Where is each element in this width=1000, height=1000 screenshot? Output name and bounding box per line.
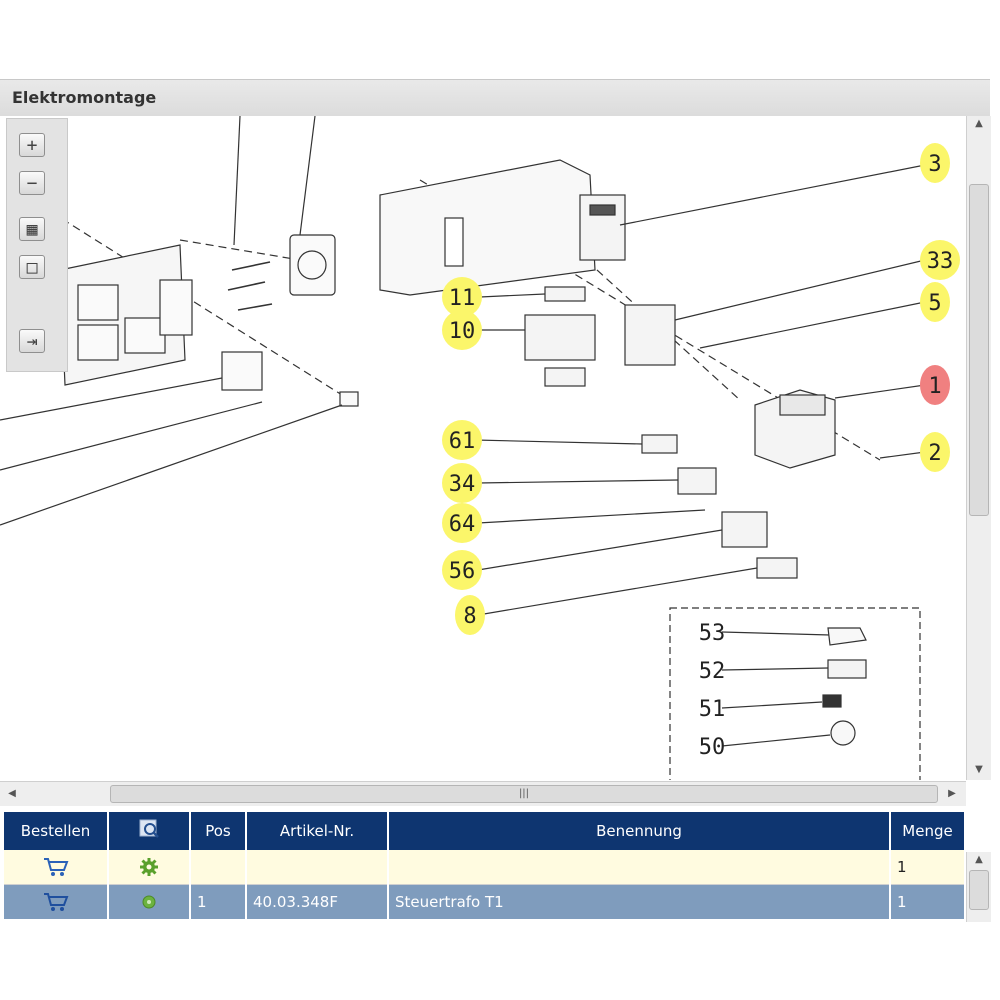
callout-label: 56 (449, 559, 476, 584)
gear-icon[interactable] (140, 858, 158, 876)
drawing-vertical-scrollbar[interactable]: ▲ ▼ (966, 116, 991, 780)
callout-label: 34 (449, 472, 476, 497)
callout-11[interactable]: 11 (442, 277, 482, 317)
magnifier-icon (139, 819, 159, 838)
zoom-in-icon[interactable]: + (19, 133, 45, 157)
callout-label: 50 (699, 735, 726, 760)
callout-53[interactable]: 53 (699, 621, 726, 646)
col-benennung[interactable]: Benennung (388, 812, 891, 850)
callout-label: 5 (928, 291, 941, 316)
callout-50[interactable]: 50 (699, 735, 726, 760)
fit-page-icon[interactable]: ▦ (19, 217, 45, 241)
name-cell (388, 850, 891, 885)
article-cell: 40.03.348F (246, 884, 389, 919)
callout-label: 10 (449, 319, 476, 344)
callout-label: 33 (927, 249, 954, 274)
scroll-left-icon[interactable]: ◀ (8, 788, 16, 799)
scroll-down-icon[interactable]: ▼ (975, 764, 983, 775)
order-cell[interactable] (4, 884, 109, 919)
callout-label: 8 (463, 604, 476, 629)
callout-3[interactable]: 3 (920, 143, 950, 183)
grid-scroll-thumb[interactable] (969, 870, 989, 910)
callout-label: 11 (449, 286, 476, 311)
table-row-selected[interactable]: 1 40.03.348F Steuertrafo T1 1 (4, 884, 966, 919)
grid-scroll-up-icon[interactable]: ▲ (975, 854, 983, 865)
col-menge[interactable]: Menge (890, 812, 966, 850)
scroll-thumb[interactable] (969, 184, 989, 516)
callout-61[interactable]: 61 (442, 420, 482, 460)
status-dot-icon[interactable] (141, 894, 157, 910)
panel-header: Elektromontage (0, 79, 990, 117)
qty-cell: 1 (890, 850, 966, 885)
actual-size-icon[interactable]: □ (19, 255, 45, 279)
name-cell: Steuertrafo T1 (388, 884, 891, 919)
callout-1[interactable]: 1 (920, 365, 950, 405)
col-artikel[interactable]: Artikel-Nr. (246, 812, 389, 850)
zoom-out-icon[interactable]: − (19, 171, 45, 195)
callout-51[interactable]: 51 (699, 697, 726, 722)
cart-icon[interactable] (43, 892, 69, 912)
col-pos[interactable]: Pos (190, 812, 247, 850)
scroll-right-icon[interactable]: ▶ (948, 788, 956, 799)
qty-cell: 1 (890, 884, 966, 919)
table-row[interactable]: 1 (4, 850, 966, 885)
cart-icon[interactable] (43, 857, 69, 877)
info-cell[interactable] (108, 884, 191, 919)
callout-34[interactable]: 34 (442, 463, 482, 503)
info-cell[interactable] (108, 850, 191, 885)
drawing-toolbar: + − ▦ □ ⇥ (6, 118, 68, 372)
parts-table: Bestellen Pos Artikel-Nr. Benennung Meng… (4, 812, 966, 919)
callout-56[interactable]: 56 (442, 550, 482, 590)
col-preview[interactable] (108, 812, 191, 850)
order-cell[interactable] (4, 850, 109, 885)
callout-label: 2 (928, 441, 941, 466)
parts-list: Bestellen Pos Artikel-Nr. Benennung Meng… (0, 806, 1000, 1000)
callout-33[interactable]: 33 (920, 240, 960, 280)
callout-52[interactable]: 52 (699, 659, 726, 684)
callout-label: 53 (699, 621, 726, 646)
panel-title: Elektromontage (12, 88, 157, 107)
callout-label: 64 (449, 512, 476, 537)
callout-10[interactable]: 10 (442, 310, 482, 350)
callout-64[interactable]: 64 (442, 503, 482, 543)
article-cell (246, 850, 389, 885)
drawing-horizontal-scrollbar[interactable]: ◀ ||| ▶ (0, 781, 966, 806)
pos-cell: 1 (190, 884, 247, 919)
callout-8[interactable]: 8 (455, 595, 485, 635)
callout-label: 51 (699, 697, 726, 722)
callout-label: 61 (449, 429, 476, 454)
callout-5[interactable]: 5 (920, 282, 950, 322)
callout-label: 3 (928, 152, 941, 177)
table-header: Bestellen Pos Artikel-Nr. Benennung Meng… (4, 812, 966, 850)
callout-label: 52 (699, 659, 726, 684)
pos-cell (190, 850, 247, 885)
hscroll-thumb[interactable]: ||| (110, 785, 938, 803)
callout-label: 1 (928, 374, 941, 399)
callout-2[interactable]: 2 (920, 432, 950, 472)
col-bestellen[interactable]: Bestellen (4, 812, 109, 850)
scroll-up-icon[interactable]: ▲ (975, 118, 983, 129)
grid-vertical-scrollbar[interactable]: ▲ (966, 852, 991, 922)
export-arrow-icon[interactable]: ⇥ (19, 329, 45, 353)
